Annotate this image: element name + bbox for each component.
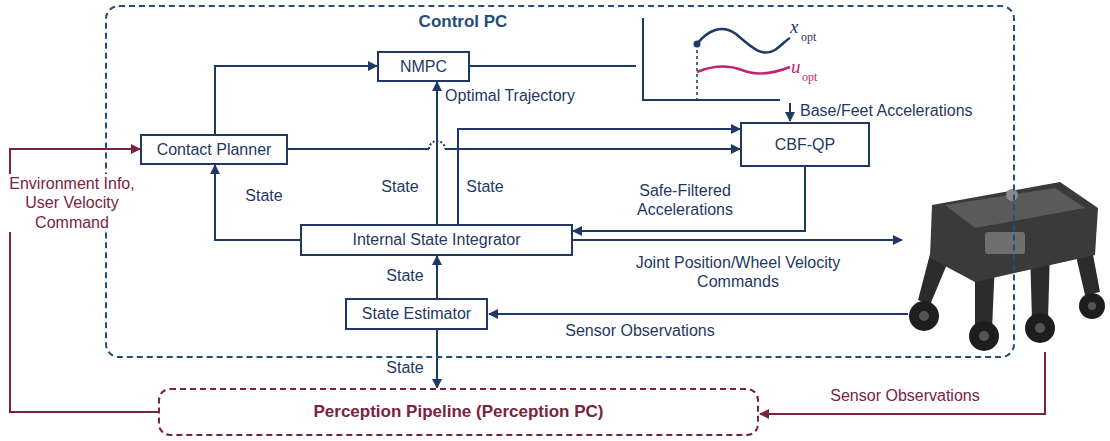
math-symbol: u bbox=[791, 56, 801, 79]
trajectory-line bbox=[470, 65, 636, 67]
robot-hub bbox=[1035, 323, 1045, 333]
robot-wheel bbox=[969, 321, 999, 351]
control-pc-region: Control PC NMPC Contact Planner CBF-QP Inter… bbox=[105, 5, 1015, 358]
edge-label: Safe-Filtered Accelerations bbox=[618, 181, 752, 219]
command-arrow bbox=[573, 239, 902, 241]
robot-illustration bbox=[909, 182, 1105, 351]
edge-label: Environment Info, User Velocity Command bbox=[3, 174, 141, 232]
robot-hub bbox=[919, 311, 929, 321]
edge-label: State bbox=[384, 358, 425, 377]
math-subscript: opt bbox=[801, 30, 816, 44]
robot-wheel bbox=[1079, 293, 1105, 319]
box-label: CBF-QP bbox=[775, 136, 835, 154]
box-label: Perception Pipeline (Perception PC) bbox=[313, 402, 603, 422]
perception-pc-box: Perception Pipeline (Perception PC) bbox=[158, 388, 759, 436]
math-subscript: opt bbox=[802, 70, 817, 84]
box-label: Contact Planner bbox=[157, 141, 272, 159]
state-curve bbox=[697, 29, 790, 53]
process-box: Contact Planner bbox=[140, 134, 288, 165]
robot-hub bbox=[979, 331, 989, 341]
sensor-arrow bbox=[489, 313, 908, 315]
connector-arrow bbox=[288, 148, 740, 150]
process-box: Internal State Integrator bbox=[300, 224, 573, 256]
region-title: Control PC bbox=[419, 12, 508, 32]
connector-arrow bbox=[573, 167, 805, 231]
signal-label: Base/Feet Accelerations bbox=[798, 101, 975, 120]
edge-label: State bbox=[464, 177, 505, 196]
connector-arrow bbox=[215, 165, 300, 240]
input-curve bbox=[697, 66, 790, 73]
robot-top-panel bbox=[945, 188, 1085, 228]
sensor-arrow-perception bbox=[760, 352, 1045, 414]
process-box: NMPC bbox=[377, 51, 470, 82]
connector-arrow bbox=[215, 66, 377, 134]
process-box: CBF-QP bbox=[740, 122, 870, 167]
connector-arrow bbox=[436, 82, 438, 224]
robot-sensor bbox=[1006, 189, 1018, 201]
robot-wheel bbox=[909, 301, 939, 331]
signal-label: Optimal Trajectory bbox=[443, 86, 577, 105]
edge-label: State bbox=[379, 177, 420, 196]
box-label: Internal State Integrator bbox=[352, 231, 520, 249]
connector-arrow bbox=[436, 256, 438, 298]
robot-wheel bbox=[1025, 313, 1055, 343]
connector-arrow bbox=[436, 330, 438, 388]
signal-label: Sensor Observations bbox=[828, 386, 981, 405]
signal-label: Sensor Observations bbox=[563, 321, 716, 340]
process-box: State Estimator bbox=[345, 298, 488, 330]
initial-state-dot bbox=[694, 41, 701, 48]
math-symbol: x bbox=[790, 16, 798, 39]
robot-detail bbox=[985, 232, 1025, 254]
box-label: NMPC bbox=[400, 58, 447, 76]
edge-label: State bbox=[243, 186, 284, 205]
edge-label: State bbox=[384, 266, 425, 285]
robot-hub bbox=[1088, 302, 1096, 310]
box-label: State Estimator bbox=[362, 305, 471, 323]
signal-label: Joint Position/Wheel Velocity Commands bbox=[611, 253, 865, 291]
trajectory-plot bbox=[643, 18, 790, 100]
acceleration-arrow bbox=[789, 103, 791, 121]
